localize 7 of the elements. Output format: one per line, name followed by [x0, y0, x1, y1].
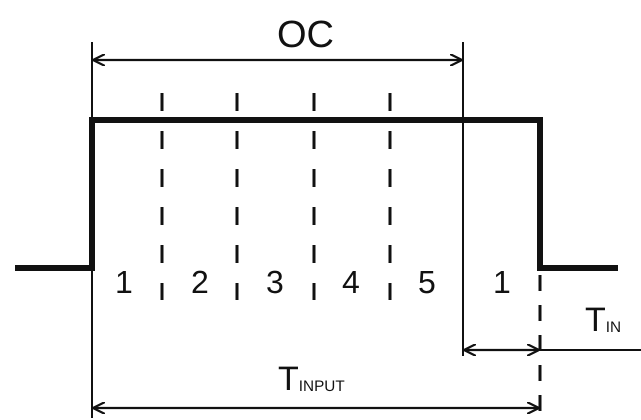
phase-number: 3 — [266, 266, 284, 298]
phase-number: 2 — [191, 266, 209, 298]
dimension-label: OC — [277, 16, 334, 54]
phase-number: 1 — [115, 266, 133, 298]
phase-number: 4 — [342, 266, 360, 298]
phase-number: 5 — [418, 266, 436, 298]
phase-number: 1 — [493, 266, 511, 298]
